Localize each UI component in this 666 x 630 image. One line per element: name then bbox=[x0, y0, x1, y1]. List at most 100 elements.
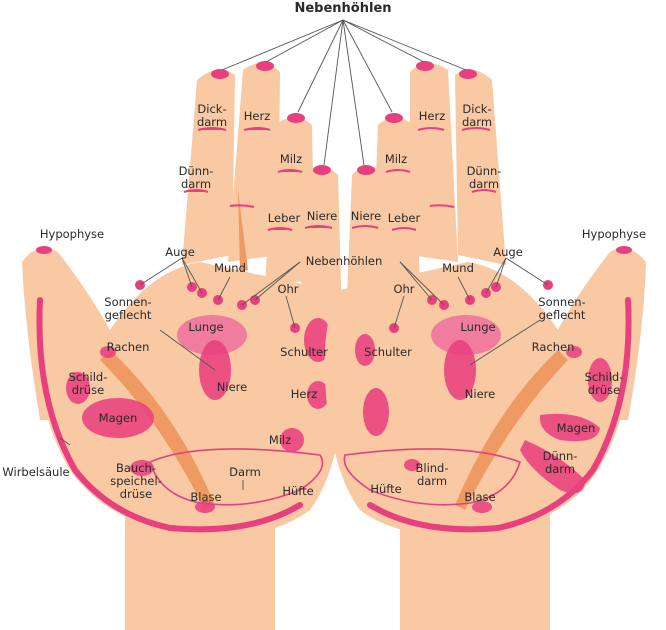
left-label-herz: Herz bbox=[291, 387, 318, 401]
right-finger-ring bbox=[410, 62, 458, 262]
right-label-blase: Blase bbox=[464, 490, 495, 504]
left-tip-ring bbox=[256, 61, 274, 71]
left-mark-duenndarm bbox=[183, 189, 209, 193]
right-label-milz-finger: Milz bbox=[385, 152, 407, 166]
left-label-dickdarm-2: darm bbox=[197, 115, 227, 129]
right-label-huefte: Hüfte bbox=[370, 482, 401, 496]
left-mark-leber bbox=[267, 227, 293, 231]
right-label-rachen: Rachen bbox=[532, 340, 575, 354]
left-zone-schilddruese bbox=[66, 372, 90, 404]
right-zone-magen bbox=[539, 413, 600, 442]
left-label-bauch-1: Bauch- bbox=[116, 461, 156, 475]
right-finger-middle bbox=[372, 117, 420, 285]
left-label-rachen: Rachen bbox=[107, 340, 150, 354]
right-label-mund: Mund bbox=[442, 261, 474, 275]
left-label-leber: Leber bbox=[268, 211, 301, 225]
left-zone-herz bbox=[307, 381, 329, 409]
left-mark-niere bbox=[304, 225, 333, 229]
left-mark-dickdarm bbox=[197, 127, 227, 131]
left-mark-mid bbox=[229, 204, 255, 208]
right-label-dickdarm-2: darm bbox=[462, 115, 492, 129]
right-belt-darm bbox=[343, 448, 521, 506]
right-label-blinddarm-1: Blind- bbox=[415, 461, 448, 475]
right-zone-rachen bbox=[566, 346, 582, 358]
left-label-ohr: Ohr bbox=[277, 282, 298, 296]
right-zone-lower bbox=[363, 388, 389, 436]
left-label-magen: Magen bbox=[99, 411, 138, 425]
left-crease-thumb bbox=[100, 350, 215, 510]
left-edge-spine bbox=[36, 297, 173, 531]
left-tip-thumb bbox=[36, 246, 52, 254]
left-label-nebenhoehlen: Nebenhöhlen bbox=[306, 254, 383, 268]
left-zone-milz bbox=[280, 428, 304, 452]
right-label-ohr: Ohr bbox=[393, 282, 414, 296]
right-label-sonnengeflecht-1: Sonnen- bbox=[538, 295, 585, 309]
right-tip-ring bbox=[416, 61, 434, 71]
left-label-schilddruese-1: Schild- bbox=[69, 370, 108, 384]
right-mark-milz bbox=[385, 169, 411, 173]
right-crease-thumb bbox=[455, 350, 568, 510]
right-mark-dickdarm bbox=[461, 127, 491, 131]
left-tip-little bbox=[211, 69, 229, 79]
right-label-magen: Magen bbox=[557, 421, 596, 435]
right-mark-leber bbox=[391, 227, 417, 231]
right-tip-thumb bbox=[616, 246, 632, 254]
left-label-bauch-2: speichel- bbox=[110, 474, 162, 488]
left-mark-milz bbox=[277, 169, 303, 173]
right-label-sonnengeflecht-2: geflecht bbox=[539, 308, 586, 322]
right-mark-duenndarm bbox=[471, 189, 497, 193]
right-label-lunge: Lunge bbox=[460, 320, 495, 334]
left-label-milz-finger: Milz bbox=[280, 152, 302, 166]
left-tip-middle bbox=[287, 113, 305, 123]
left-label-herz-finger: Herz bbox=[244, 109, 271, 123]
left-label-sonnengeflecht-2: geflecht bbox=[105, 308, 152, 322]
right-finger-little bbox=[455, 69, 506, 265]
left-zone-rachen bbox=[100, 346, 116, 358]
right-label-duenndarm-palm-2: darm bbox=[545, 462, 575, 476]
right-zone-lunge bbox=[431, 315, 501, 355]
left-zone-magen bbox=[82, 398, 154, 438]
right-label-niere-finger: Niere bbox=[351, 209, 381, 223]
right-mark-niere bbox=[351, 225, 379, 229]
right-edge-spine bbox=[495, 297, 632, 531]
right-tip-index bbox=[357, 165, 375, 175]
left-palm bbox=[40, 262, 346, 536]
right-label-schilddruese-2: drüse bbox=[588, 383, 620, 397]
right-label-duenndarm-palm-1: Dünn- bbox=[543, 449, 578, 463]
left-label-duenndarm-1: Dünn- bbox=[179, 164, 214, 178]
left-label-dickdarm-1: Dick- bbox=[197, 102, 226, 116]
left-label-niere-finger: Niere bbox=[307, 209, 337, 223]
right-hand bbox=[324, 61, 646, 630]
right-label-herz-finger: Herz bbox=[419, 109, 446, 123]
right-mark-herz bbox=[417, 127, 445, 131]
right-zone-duenndarm bbox=[520, 440, 585, 494]
left-label-auge: Auge bbox=[165, 245, 195, 259]
right-label-schulter: Schulter bbox=[364, 345, 412, 359]
right-tip-middle bbox=[385, 113, 403, 123]
right-zone-schilddruese bbox=[588, 358, 612, 402]
right-mark-mid bbox=[429, 204, 455, 208]
right-zone-blinddarm bbox=[404, 459, 420, 471]
right-label-blinddarm-2: darm bbox=[417, 474, 447, 488]
left-zone-bauchspeichel bbox=[130, 460, 154, 476]
left-label-niere: Niere bbox=[217, 380, 247, 394]
left-label-sonnengeflecht-1: Sonnen- bbox=[104, 295, 151, 309]
title: Nebenhöhlen bbox=[294, 1, 391, 16]
left-hand bbox=[22, 61, 346, 630]
right-zone-niere bbox=[444, 340, 476, 400]
left-label-hypophyse: Hypophyse bbox=[40, 227, 104, 241]
right-label-niere: Niere bbox=[465, 387, 495, 401]
left-label-lunge: Lunge bbox=[188, 320, 223, 334]
left-finger-middle bbox=[265, 117, 315, 285]
left-label-darm: Darm bbox=[229, 465, 261, 479]
right-edge-bottom bbox=[367, 502, 501, 533]
left-label-blase: Blase bbox=[190, 490, 221, 504]
right-label-hypophyse: Hypophyse bbox=[582, 227, 646, 241]
left-label-milz: Milz bbox=[269, 433, 291, 447]
right-label-leber: Leber bbox=[388, 211, 421, 225]
right-tip-little bbox=[459, 69, 477, 79]
left-finger-little bbox=[182, 69, 235, 265]
right-zone-blase bbox=[472, 501, 492, 513]
right-zone-schulter bbox=[355, 334, 375, 366]
